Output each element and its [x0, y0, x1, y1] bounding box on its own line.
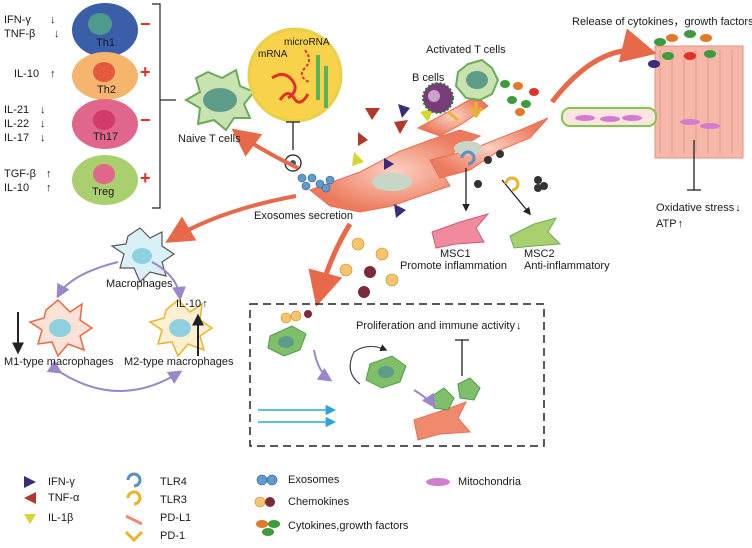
- tlr-ligands: [474, 150, 548, 192]
- tissue-block: [561, 45, 744, 159]
- th1-label: Th1: [96, 37, 115, 49]
- proliferation-box: [249, 303, 545, 447]
- treg-marker-2: IL-10: [4, 182, 30, 194]
- activated-t-cell: [454, 58, 500, 119]
- b-cell: [422, 82, 459, 122]
- msc1-cell: [431, 213, 490, 249]
- th17-label: Th17: [93, 131, 119, 143]
- chemokines-cluster: [339, 237, 399, 298]
- th1-cell: [72, 3, 138, 57]
- m2-label: M2-type macrophages: [124, 356, 234, 368]
- th1-effect: −: [140, 14, 151, 34]
- treg-trend-2: ↑: [46, 182, 52, 194]
- legend-pd-l1: PD-L1: [160, 512, 192, 524]
- legend-ifn-g: IFN-γ: [48, 476, 75, 488]
- exosomes-secretion-label: Exosomes secretion: [254, 210, 354, 222]
- legend-tlr4: TLR4: [160, 476, 187, 488]
- msc2-label: MSC2: [524, 248, 555, 260]
- th17-trend-2: ↓: [40, 118, 46, 130]
- treg-effect: +: [140, 168, 151, 188]
- legend-mitochondria: Mitochondria: [458, 476, 521, 488]
- atp-label: ATP: [656, 218, 683, 231]
- legend-chemokines: Chemokines: [288, 496, 350, 508]
- m1-label: M1-type macrophages: [4, 356, 114, 368]
- msc2-cell: [509, 217, 562, 249]
- legend-icons: [24, 472, 450, 543]
- treg-marker-1: TGF-β: [4, 168, 36, 180]
- th1-trend-2: ↓: [54, 28, 60, 40]
- th1-trend-1: ↓: [50, 14, 56, 26]
- th2-cell: [72, 52, 138, 100]
- il10-label: IL-10: [176, 298, 208, 311]
- treg-trend-1: ↑: [46, 168, 52, 180]
- legend-exosomes: Exosomes: [288, 474, 340, 486]
- macrophage-center: [110, 227, 176, 284]
- release-label: Release of cytokines，growth factors: [572, 16, 752, 28]
- th17-effect: −: [140, 110, 151, 130]
- th2-label: Th2: [97, 84, 116, 96]
- mrna-label: mRNA: [258, 49, 288, 60]
- arrow-to-naive: [231, 128, 299, 170]
- cytokine-dots: [500, 80, 539, 116]
- activated-t-cells-label: Activated T cells: [426, 44, 506, 56]
- arrow-to-macrophages: [165, 194, 297, 243]
- th17-marker-1: IL-21: [4, 104, 30, 116]
- box-cells: [267, 310, 481, 441]
- th2-marker-1: IL-10: [14, 68, 40, 80]
- th17-trend-3: ↓: [40, 132, 46, 144]
- th17-marker-2: IL-22: [4, 118, 30, 130]
- release-arrow: [550, 28, 657, 104]
- tissue-cytokines: [648, 30, 716, 68]
- th-bracket: [152, 3, 161, 209]
- microrna-label: microRNA: [284, 37, 330, 48]
- th17-trend-1: ↓: [40, 104, 46, 116]
- legend-pd-1: PD-1: [160, 530, 186, 542]
- legend-tnf-a: TNF-α: [48, 492, 80, 504]
- legend-il-1b: IL-1β: [48, 512, 74, 524]
- msc1-subtitle: Promote inflammation: [400, 260, 507, 272]
- legend-tlr3: TLR3: [160, 494, 187, 506]
- oxidative-stress-label: Oxidative stress: [656, 202, 741, 215]
- b-cells-label: B cells: [412, 72, 445, 84]
- th2-effect: +: [140, 62, 151, 82]
- macrophages-label: Macrophages: [106, 278, 173, 290]
- naive-t-cell: [183, 68, 256, 132]
- proliferation-label: Proliferation and immune activity: [356, 320, 521, 333]
- th2-trend-1: ↑: [50, 68, 56, 80]
- msc2-subtitle: Anti-inflammatory: [524, 260, 610, 272]
- treg-cell: [72, 155, 138, 205]
- th17-cell: [72, 99, 138, 149]
- msc-main-cluster: [308, 95, 549, 213]
- legend-cytokines: Cytokines,growth factors: [288, 520, 409, 532]
- th17-marker-3: IL-17: [4, 132, 30, 144]
- m1-macrophage: [28, 298, 94, 358]
- msc1-label: MSC1: [440, 248, 471, 260]
- exosome-microrna: [247, 27, 343, 123]
- treg-label: Treg: [92, 186, 115, 198]
- th1-marker-2: TNF-β: [4, 28, 36, 40]
- exosome-dots: [297, 173, 335, 193]
- arrow-to-box: [308, 222, 353, 307]
- naive-t-cells-label: Naive T cells: [178, 133, 241, 145]
- th1-marker-1: IFN-γ: [4, 14, 31, 26]
